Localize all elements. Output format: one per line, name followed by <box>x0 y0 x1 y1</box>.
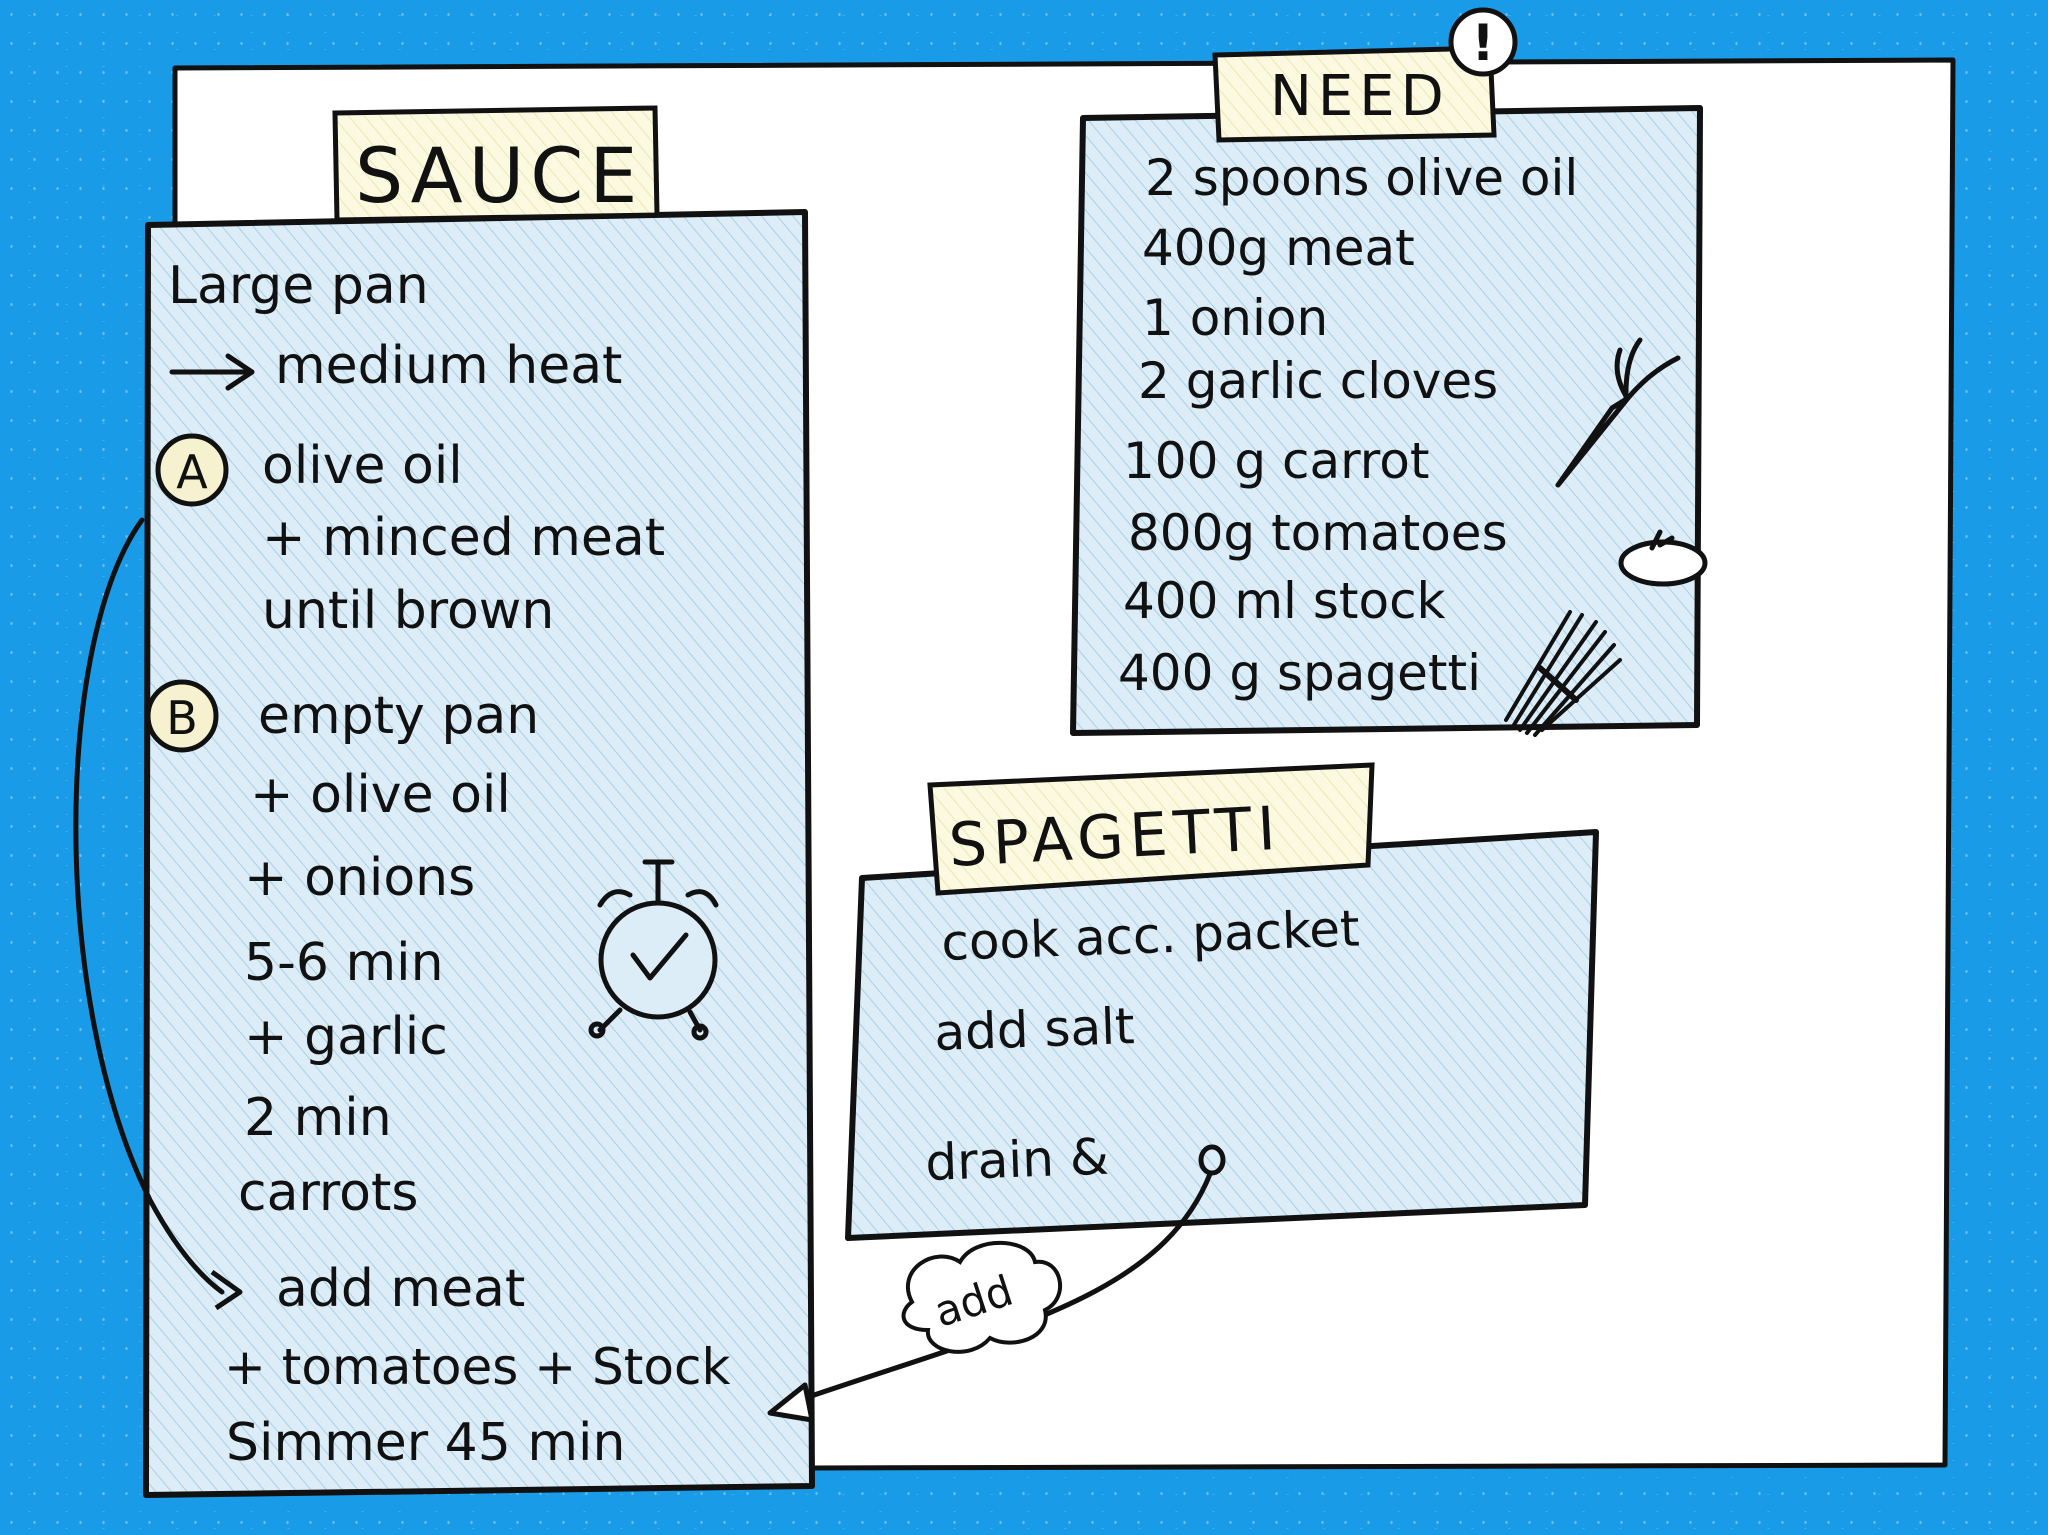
spagetti-title-label <box>927 762 1375 896</box>
need-item-7: 400 ml stock <box>1123 572 1446 630</box>
final-line-3: Simmer 45 min <box>226 1413 625 1473</box>
need-badge-circle <box>1448 7 1518 77</box>
arrow-head-icon <box>210 1269 243 1311</box>
step-b-line-7: carrots <box>238 1163 418 1223</box>
final-line-1: add meat <box>276 1259 525 1319</box>
sauce-intro-line-1: Large pan <box>168 256 429 316</box>
step-b-line-2: + olive oil <box>250 765 511 825</box>
step-b-line-1: empty pan <box>258 686 539 746</box>
need-item-4: 2 garlic cloves <box>1138 352 1498 410</box>
need-title-label <box>1212 45 1497 143</box>
sauce-title-label <box>332 105 660 223</box>
step-b-marker: B <box>166 691 198 745</box>
step-b-line-3: + onions <box>244 848 475 908</box>
step-b-line-4: 5-6 min <box>244 933 444 993</box>
tomato-icon <box>1618 529 1708 587</box>
arrow-right-icon <box>169 353 255 391</box>
step-b-marker-circle <box>145 679 219 753</box>
need-badge: ! <box>1472 14 1495 72</box>
need-item-3: 1 onion <box>1142 289 1328 347</box>
need-item-2: 400g meat <box>1142 219 1415 277</box>
step-a-to-add-meat-connector <box>73 517 225 1295</box>
spagetti-line-2: add salt <box>933 997 1135 1062</box>
step-a-line-2: + minced meat <box>262 508 665 568</box>
add-cloud-bubble <box>901 1240 1063 1354</box>
carrot-icon <box>1555 337 1681 488</box>
sauce-title: SAUCE <box>355 131 643 220</box>
spagetti-title: SPAGETTI <box>947 794 1283 881</box>
step-b-line-6: 2 min <box>244 1088 392 1148</box>
step-a-line-1: olive oil <box>262 436 463 496</box>
final-line-2: + tomatoes + Stock <box>224 1338 730 1396</box>
need-item-6: 800g tomatoes <box>1128 504 1508 562</box>
step-a-line-3: until brown <box>262 581 554 641</box>
spaghetti-icon <box>1504 610 1622 737</box>
spagetti-line-3: drain & <box>924 1128 1109 1192</box>
connector-arrow-head <box>767 1382 815 1423</box>
sauce-intro-line-2: medium heat <box>275 336 622 396</box>
sauce-section: SAUCE Large pan medium heat A olive oil … <box>73 105 815 1498</box>
spagetti-to-sauce-connector: add <box>767 1171 1213 1423</box>
need-item-5: 100 g carrot <box>1123 432 1429 490</box>
step-a-marker-circle <box>155 433 229 507</box>
need-item-8: 400 g spagetti <box>1118 644 1481 702</box>
need-title: NEED <box>1270 64 1450 129</box>
need-item-1: 2 spoons olive oil <box>1145 149 1578 207</box>
step-a-marker: A <box>176 445 208 499</box>
step-b-line-5: + garlic <box>244 1007 448 1067</box>
connector-line <box>782 1171 1213 1408</box>
spagetti-section: SPAGETTI cook acc. packet add salt drain… <box>845 762 1599 1241</box>
need-section: NEED ! 2 spoons olive oil 400g meat 1 on… <box>1070 7 1708 737</box>
alarm-clock-icon <box>588 859 719 1041</box>
